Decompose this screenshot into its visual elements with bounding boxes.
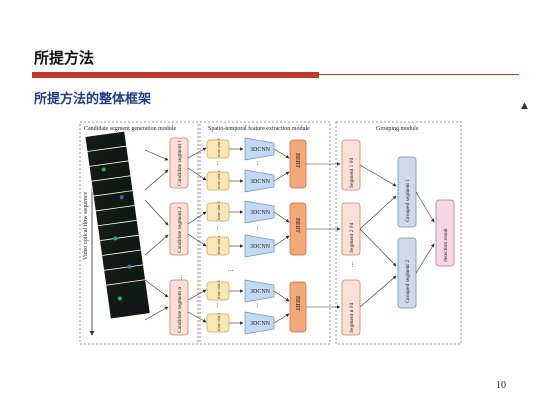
mouse-cursor-icon: ▲ bbox=[521, 101, 528, 111]
row-ellipsis: ... bbox=[228, 265, 234, 273]
segment-label-n: Segment n ∂d bbox=[349, 303, 355, 333]
generation-module-box bbox=[79, 121, 199, 345]
segment-label-1: Segment 1 ∂d bbox=[349, 158, 355, 188]
detection-result: detection result bbox=[435, 199, 455, 267]
grouped-label-2: Grouped segment 2 bbox=[405, 260, 411, 303]
generation-module-label: Candidate segment generation module bbox=[84, 126, 176, 132]
grouping-module-box bbox=[335, 121, 462, 345]
cnn-label: 3DCNN bbox=[250, 210, 271, 216]
optical-flow-frames bbox=[84, 130, 151, 320]
extraction-module-box bbox=[199, 121, 331, 345]
page-number: 10 bbox=[496, 380, 506, 391]
time-slot-label: time slot 1 bbox=[216, 201, 221, 220]
cnn-blocks: 3DCNN 3DCNN 3DCNN 3DCNN 3DCNN 3DCNN bbox=[244, 137, 275, 335]
title-accent-bar bbox=[32, 72, 319, 78]
slide-title: 所提方法 bbox=[34, 49, 95, 67]
candidate-segment-2: Candidate segment 2 bbox=[169, 202, 189, 256]
candidate-label-n: Candidate segment n bbox=[177, 287, 183, 333]
bert-label: BERT bbox=[294, 218, 300, 233]
cnn-ellipsis: ... bbox=[255, 303, 261, 308]
result-label: detection result bbox=[443, 228, 449, 262]
time-slot-label: time slot t bbox=[216, 235, 221, 254]
segment-label-2: Segment 2 ∂d bbox=[349, 223, 355, 253]
candidate-label-2: Candidate segment 2 bbox=[177, 207, 183, 253]
time-slot-label: time slot t bbox=[216, 312, 221, 331]
candidate-ellipsis: ... bbox=[179, 275, 187, 281]
candidate-segment-n: Candidate segment n bbox=[169, 279, 189, 336]
time-slot-label: time slot 1 bbox=[216, 138, 221, 157]
cnn-label: 3DCNN bbox=[250, 289, 271, 295]
bert-label: BERT bbox=[294, 153, 300, 168]
slot-ellipsis: ... bbox=[215, 303, 221, 308]
cnn-label: 3DCNN bbox=[250, 321, 271, 327]
time-slot-label: time slot t bbox=[216, 170, 221, 189]
grouped-label-1: Grouped segment 1 bbox=[405, 179, 411, 222]
cnn-label: 3DCNN bbox=[250, 244, 271, 250]
segment-ellipsis: ... bbox=[350, 262, 358, 268]
candidate-label-1: Candidate segment 1 bbox=[177, 140, 183, 186]
slot-ellipsis: ... bbox=[215, 161, 221, 166]
extraction-module-label: Spatio-temporal feature extraction modul… bbox=[208, 125, 310, 132]
segment-boxes: Segment 1 ∂d Segment 2 ∂d ... Segment n … bbox=[341, 139, 361, 336]
bert-blocks: BERT BERT BERT bbox=[289, 139, 307, 333]
grouped-segments: Grouped segment 1 Grouped segment 2 bbox=[397, 156, 417, 309]
input-sequence-label: Video optical flow sequence bbox=[82, 192, 89, 260]
slide-subtitle: 所提方法的整体框架 bbox=[34, 92, 152, 107]
cnn-ellipsis: ... bbox=[255, 226, 261, 231]
slot-ellipsis: ... bbox=[215, 226, 221, 231]
cnn-label: 3DCNN bbox=[250, 147, 271, 153]
candidate-segment-1: Candidate segment 1 bbox=[169, 137, 189, 189]
bert-label: BERT bbox=[294, 296, 300, 311]
title-accent-line bbox=[319, 74, 519, 75]
time-slot-label: time slot 1 bbox=[216, 280, 221, 299]
grouping-module-label: Grouping module bbox=[376, 126, 419, 132]
cnn-label: 3DCNN bbox=[250, 179, 271, 185]
cnn-ellipsis: ... bbox=[255, 161, 261, 166]
time-slots: time slot 1 time slot t time slot 1 time… bbox=[206, 138, 230, 333]
